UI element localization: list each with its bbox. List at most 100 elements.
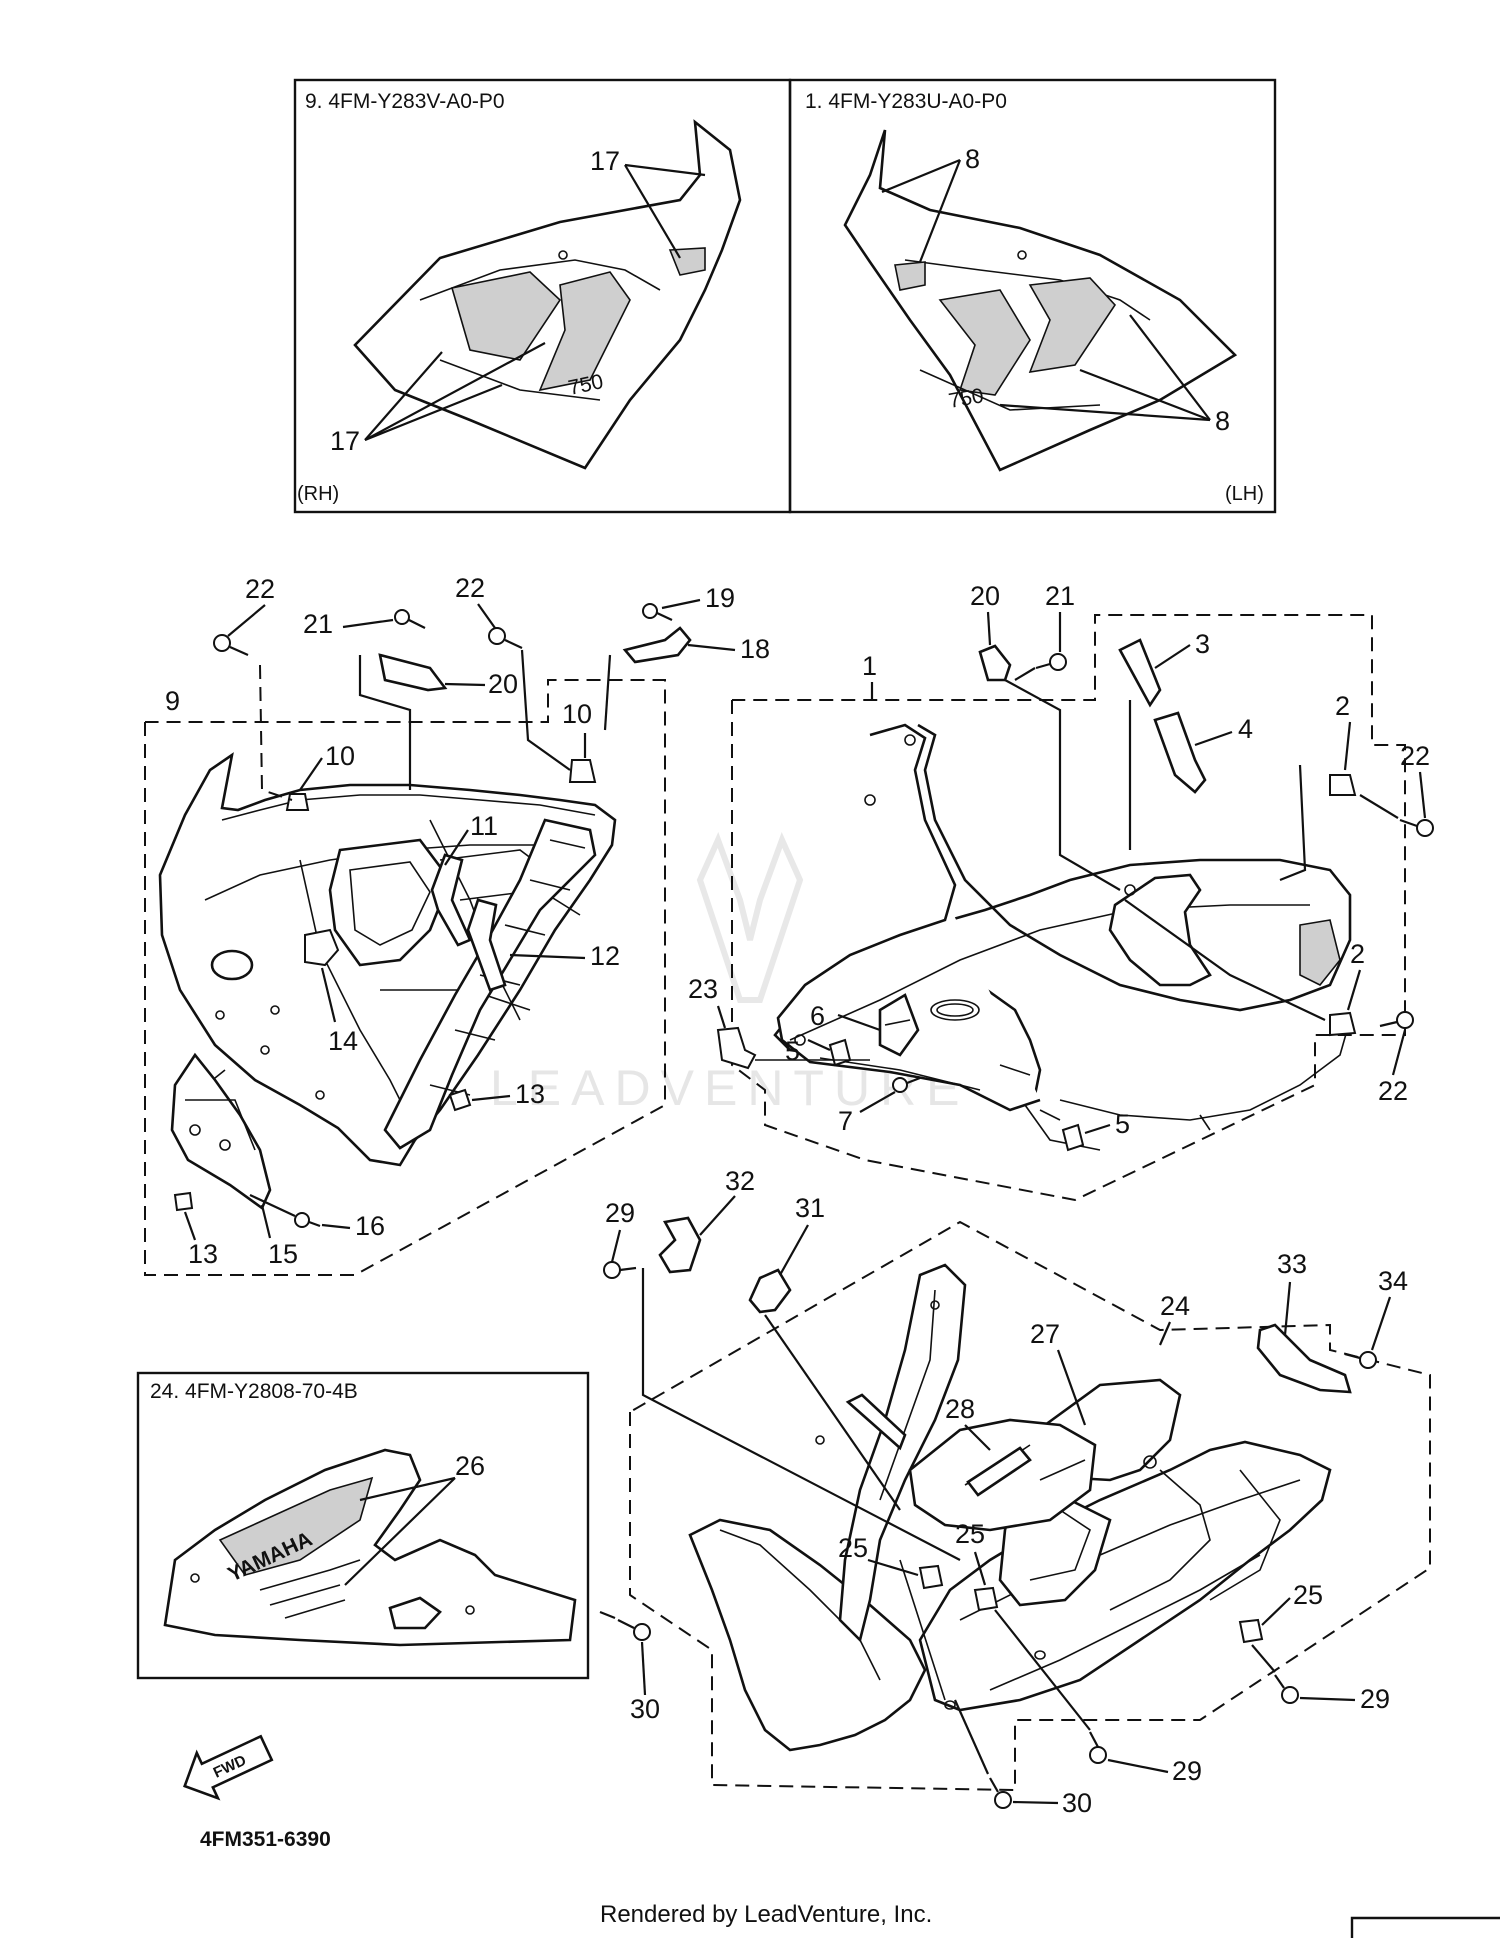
inset-rh-code: 9. 4FM-Y283V-A0-P0 [305, 90, 505, 113]
callout-11: 11 [470, 811, 498, 841]
callout-29b: 29 [1172, 1756, 1202, 1786]
bracket-20b [978, 644, 1012, 682]
under-cowling-group: 24 27 28 33 3 [599, 1166, 1431, 1818]
bracket-32 [658, 1216, 702, 1274]
callout-24: 24 [1160, 1291, 1190, 1321]
inset-lh-frame [788, 78, 1277, 514]
grommet-10a [285, 793, 310, 811]
callout-22d: 22 [1378, 1076, 1408, 1106]
callout-2b: 2 [1350, 939, 1365, 969]
callout-15: 15 [268, 1239, 298, 1269]
callout-18: 18 [740, 634, 770, 664]
callout-10a: 10 [325, 741, 355, 771]
callout-25b: 25 [955, 1519, 985, 1549]
bolt-34 [1344, 1351, 1377, 1369]
grommet-2b [1329, 1011, 1357, 1037]
bolt-21b [1035, 653, 1067, 671]
nut-5b [1061, 1123, 1085, 1152]
grommet-10b [568, 759, 597, 783]
clip-14 [304, 928, 340, 967]
callout-22a: 22 [245, 574, 275, 604]
bolt-19 [642, 603, 673, 621]
callout-17-top: 17 [590, 146, 620, 176]
bolt-22c [1399, 818, 1434, 837]
callout-16: 16 [355, 1211, 385, 1241]
grommet-25a [918, 1564, 944, 1590]
callout-30a: 30 [630, 1694, 660, 1724]
callout-7: 7 [838, 1106, 853, 1136]
callout-8-bottom: 8 [1215, 406, 1230, 436]
callout-19: 19 [705, 583, 735, 613]
under-cowling-left [688, 1518, 927, 1752]
callout-3: 3 [1195, 629, 1210, 659]
callout-25c: 25 [1293, 1580, 1323, 1610]
callout-4: 4 [1238, 714, 1253, 744]
callout-5a: 5 [785, 1036, 800, 1066]
dashed-frame-9 [144, 679, 666, 1276]
corner-mark [1350, 1916, 1500, 1938]
inset-lh: 1. 4FM-Y283U-A0-P0 (LH) 750 8 8 [788, 78, 1277, 514]
callout-12: 12 [590, 941, 620, 971]
callout-23: 23 [688, 974, 718, 1004]
bracket-6 [878, 993, 920, 1057]
callout-5b: 5 [1115, 1109, 1130, 1139]
bolt-29c [1274, 1674, 1299, 1704]
inset-under-frame [136, 1371, 590, 1680]
grommet-25c [1238, 1618, 1264, 1644]
under-cowling-front [838, 1263, 967, 1643]
footer-text: Rendered by LeadVenture, Inc. [600, 1901, 932, 1928]
bolt-29b [1089, 1731, 1107, 1764]
callout-21a: 21 [303, 609, 333, 639]
rh-stripe [450, 271, 562, 361]
callout-6: 6 [810, 1001, 825, 1031]
callout-21b: 21 [1045, 581, 1075, 611]
callout-2a: 2 [1335, 691, 1350, 721]
bracket-18 [622, 626, 692, 664]
callout-22b: 22 [455, 573, 485, 603]
nut-13a [448, 1088, 472, 1112]
screw-16 [294, 1212, 321, 1228]
inset-rh-side: (RH) [297, 483, 339, 505]
callout-27: 27 [1030, 1319, 1060, 1349]
dashed-frame-1 [731, 614, 1406, 1202]
callout-32: 32 [725, 1166, 755, 1196]
bolt-22a [213, 634, 249, 657]
clip-23 [716, 1026, 757, 1070]
rh-side-cowling-group: 9 10 10 [144, 573, 770, 1276]
grommet-25b [973, 1586, 999, 1612]
bolt-30a [617, 1619, 651, 1641]
inset-rh: 9. 4FM-Y283V-A0-P0 (RH) 750 17 17 [293, 78, 792, 514]
callout-1: 1 [862, 651, 877, 681]
lh-intake-opening [1108, 873, 1212, 987]
callout-33: 33 [1277, 1249, 1307, 1279]
bolt-22d [1379, 1011, 1414, 1029]
bracket-33 [1256, 1323, 1352, 1394]
strip-3 [1118, 638, 1162, 708]
bolt-29a [603, 1261, 637, 1279]
bolt-22b [488, 627, 523, 649]
inset-lh-side: (LH) [1225, 483, 1264, 505]
callout-29a: 29 [605, 1198, 635, 1228]
callout-31: 31 [795, 1193, 825, 1223]
callout-13a: 13 [515, 1079, 545, 1109]
forward-arrow: FWD [183, 1734, 274, 1801]
callout-26: 26 [455, 1451, 485, 1481]
nut-13b [173, 1191, 194, 1212]
callout-25a: 25 [838, 1533, 868, 1563]
callout-34: 34 [1378, 1266, 1408, 1296]
callout-30b: 30 [1062, 1788, 1092, 1818]
inset-under: 24. 4FM-Y2808-70-4B YAMAHA 26 [136, 1371, 590, 1680]
callout-10b: 10 [562, 699, 592, 729]
dashed-frame-24 [629, 1220, 1431, 1792]
lh-side-cowling-group: 1 6 5 5 7 23 [688, 581, 1434, 1202]
figure-code: 4FM351-6390 [200, 1828, 331, 1851]
grommet-2a [1329, 774, 1357, 796]
bolt-21a [394, 609, 426, 629]
rh-strip-11 [430, 853, 472, 947]
callout-22c: 22 [1400, 741, 1430, 771]
callout-20a: 20 [488, 669, 518, 699]
strip-4 [1153, 711, 1207, 794]
callout-20b: 20 [970, 581, 1000, 611]
bracket-20a [378, 653, 448, 692]
